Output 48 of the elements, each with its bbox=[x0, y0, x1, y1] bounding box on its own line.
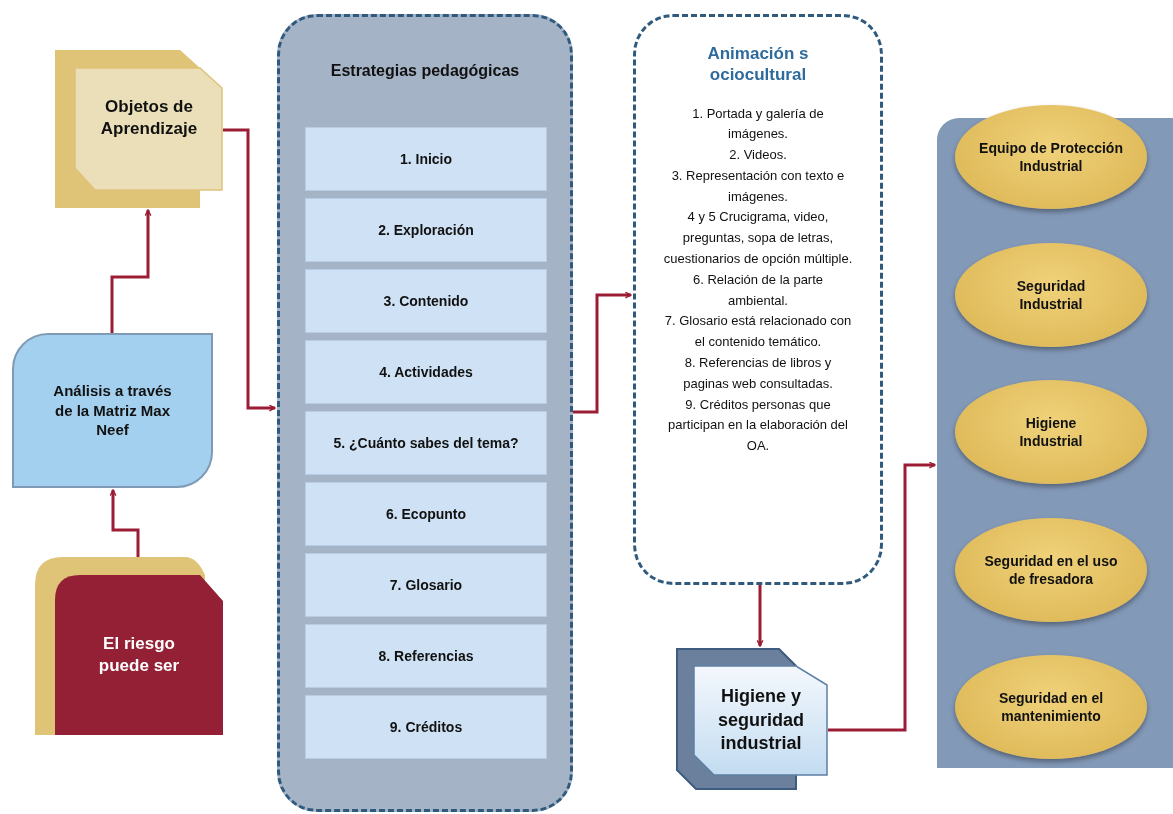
node-label: Higiene y seguridad industrial bbox=[717, 685, 805, 756]
list-item: 3. Representación con texto e imágenes. bbox=[670, 166, 846, 206]
document-shape bbox=[55, 50, 223, 208]
node-label: Seguridad en el mantenimiento bbox=[997, 688, 1105, 726]
node-label: 5. ¿Cuánto sabes del tema? bbox=[333, 433, 519, 453]
group-heading: Estrategias pedagógicas bbox=[329, 61, 521, 81]
list-item: 1. Portada y galería de imágenes. bbox=[691, 104, 825, 144]
connector-arrow bbox=[110, 209, 152, 333]
list-item: 8. Referencias de libros y paginas web consultadas. bbox=[682, 354, 834, 393]
info-panel bbox=[633, 14, 883, 585]
connector-arrow bbox=[109, 489, 140, 557]
step-box bbox=[305, 127, 547, 191]
node-label: 7. Glosario bbox=[389, 575, 463, 595]
process-box bbox=[12, 333, 213, 488]
node-label: Seguridad en el uso de fresadora bbox=[983, 551, 1119, 589]
list-item: 2. Videos. bbox=[729, 146, 787, 165]
node-label: 8. Referencias bbox=[378, 646, 474, 666]
node-label: 9. Créditos bbox=[389, 717, 463, 737]
step-box bbox=[305, 695, 547, 759]
node-label: 3. Contenido bbox=[383, 291, 469, 311]
step-box bbox=[305, 340, 547, 404]
node-label: 6. Ecopunto bbox=[385, 504, 467, 524]
node-label: 1. Inicio bbox=[399, 149, 453, 169]
node-label: Análisis a través de la Matriz Max Neef bbox=[52, 381, 173, 440]
step-box bbox=[305, 411, 547, 475]
list-item: 9. Créditos personas que participan en la elaboración del OA. bbox=[667, 395, 849, 456]
node-label: Objetos de Aprendizaje bbox=[99, 95, 199, 140]
connector-arrow bbox=[828, 461, 936, 732]
node-label: Higiene Industrial bbox=[1018, 413, 1084, 451]
node-label: El riesgo puede ser bbox=[97, 632, 181, 677]
step-box bbox=[305, 269, 547, 333]
document-shape bbox=[676, 648, 828, 790]
step-box bbox=[305, 198, 547, 262]
step-box bbox=[305, 553, 547, 617]
list-item: 4 y 5 Crucigrama, video, preguntas, sopa de letras, cuestionarios de opción múltiple. bbox=[663, 208, 853, 269]
node-label: Equipo de Protección Industrial bbox=[978, 138, 1124, 176]
connector-arrow bbox=[223, 128, 276, 412]
node-label: Seguridad Industrial bbox=[1015, 276, 1087, 314]
connector-arrow bbox=[573, 291, 632, 414]
node-label: 2. Exploración bbox=[378, 220, 474, 240]
node-label: 4. Actividades bbox=[379, 362, 473, 382]
step-box bbox=[305, 624, 547, 688]
connector-arrow bbox=[756, 585, 764, 647]
step-box bbox=[305, 482, 547, 546]
list-item: 7. Glosario está relacionado con el contenido temático. bbox=[663, 312, 853, 352]
panel-heading: Animación s ociocultural bbox=[706, 43, 810, 86]
group-container bbox=[277, 14, 573, 812]
list-item: 6. Relación de la parte ambiental. bbox=[691, 270, 825, 310]
